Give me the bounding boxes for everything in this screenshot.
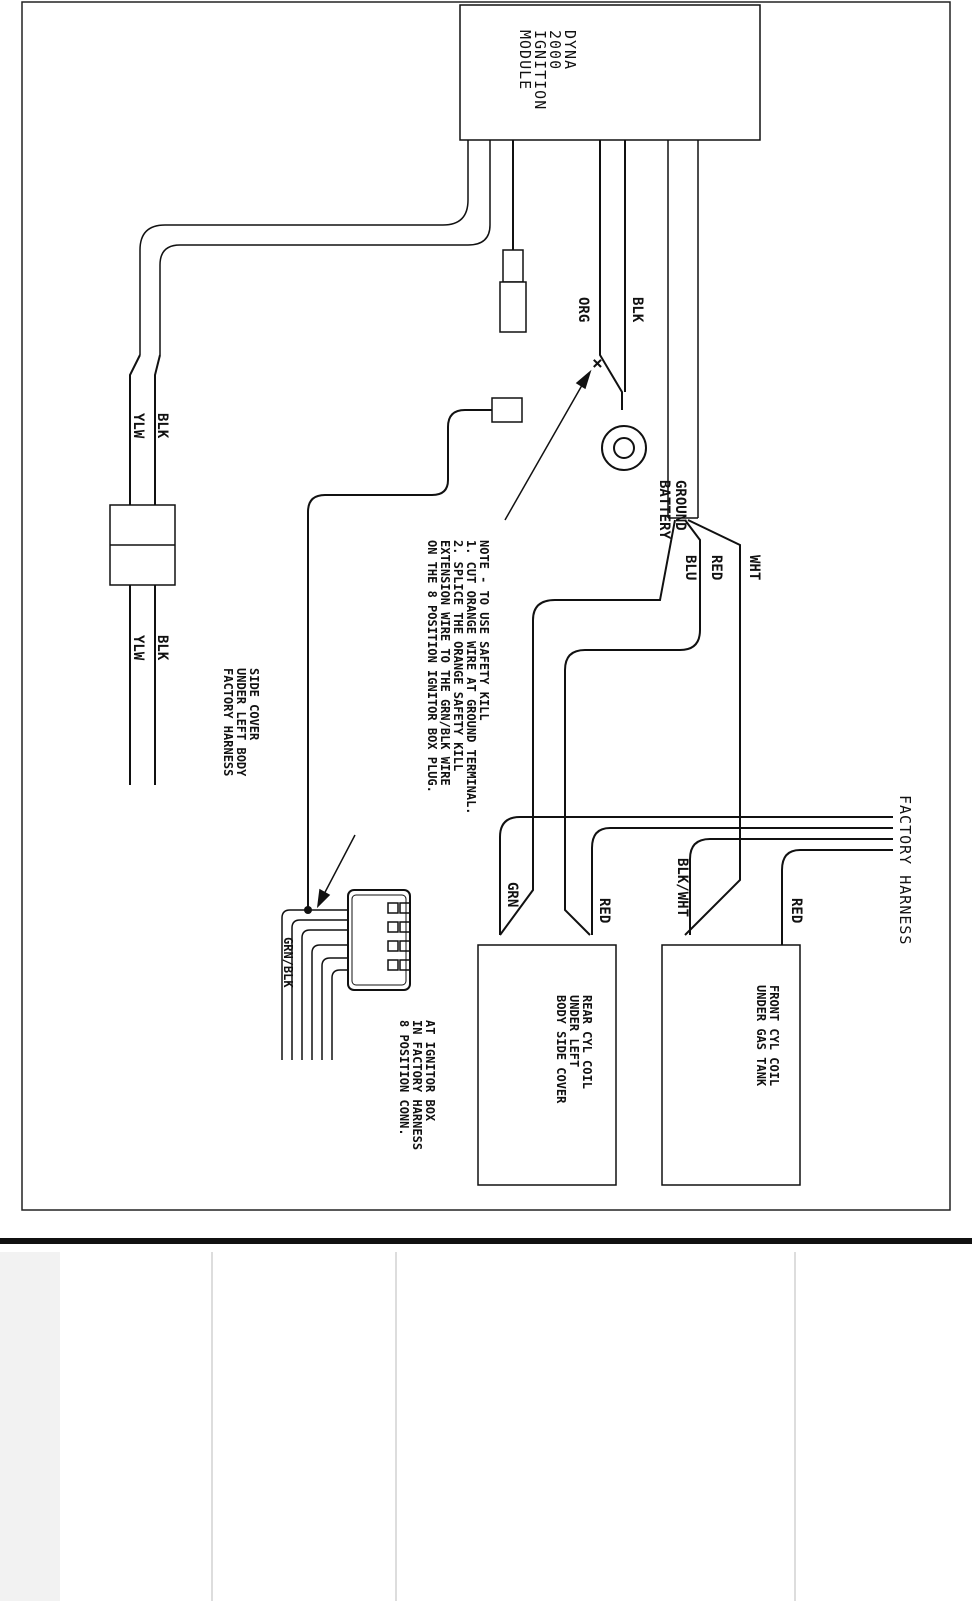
- eight-position-connector: [347, 889, 411, 991]
- rear-coil: [477, 944, 617, 1186]
- label-org-top: ORG: [575, 297, 591, 322]
- rear-coil-label: REAR CYL COIL UNDER LEFT BODY SIDE COVER: [554, 995, 594, 1104]
- note-arrow: [504, 369, 592, 521]
- coil-wires: [499, 519, 741, 936]
- factory-harness-left-label: FACTORY HARNESS UNDER LEFT BODY SIDE COV…: [221, 668, 261, 777]
- ignition-module: [459, 4, 761, 141]
- front-coil: [661, 944, 801, 1186]
- label-red: RED: [708, 555, 724, 580]
- diagram-frame: [21, 1, 951, 1211]
- lower-blank-panels: [211, 1252, 796, 1601]
- note-line-4: EXTENSION WIRE TO THE GRN/BLK WIRE: [438, 540, 452, 786]
- note-line-5: ON THE 8 POSITION IGNITOR BOX PLUG.: [425, 540, 439, 793]
- front-coil-line-2: UNDER GAS TANK: [754, 985, 768, 1087]
- safety-kill-extension: [307, 397, 523, 910]
- module-label: DYNA 2000 IGNITION MODULE: [516, 30, 579, 110]
- module-label-line-1: DYNA: [561, 30, 579, 70]
- fh-left-line-2: UNDER LEFT BODY: [234, 668, 248, 777]
- rear-coil-line-2: UNDER LEFT: [567, 995, 581, 1067]
- label-red-rear: RED: [596, 898, 612, 923]
- factory-harness-right-label: FACTORY HARNESS: [896, 795, 914, 945]
- note-line-1: NOTE - TO USE SAFETY KILL: [477, 540, 491, 721]
- connector-label-line-2: IN FACTORY HARNESS: [410, 1020, 424, 1150]
- label-grn-blk: GRN/BLK: [281, 937, 295, 988]
- rear-coil-line-3: BODY SIDE COVER: [554, 995, 568, 1104]
- page-separator: [0, 1238, 972, 1244]
- label-grn: GRN: [504, 882, 520, 907]
- label-left-ylw-2: YLW: [130, 635, 146, 661]
- lower-shading: [0, 1252, 60, 1601]
- label-wht: WHT: [746, 555, 762, 580]
- battery-ground-hole: [613, 437, 635, 459]
- connector-8pos-label: 8 POSITION CONN. IN FACTORY HARNESS AT I…: [397, 1020, 437, 1150]
- label-red-front: RED: [788, 898, 804, 923]
- fh-left-line-1: FACTORY HARNESS: [221, 668, 235, 776]
- module-label-line-4: MODULE: [516, 30, 534, 90]
- splice-point: [304, 906, 312, 914]
- fh-left-line-3: SIDE COVER: [247, 668, 261, 741]
- rear-coil-line-1: REAR CYL COIL: [580, 995, 594, 1089]
- note-line-3: 2. SPLICE THE ORANGE SAFETY KILL: [451, 540, 465, 771]
- connector-arrow: [316, 834, 356, 909]
- label-left-blk: BLK: [154, 413, 170, 439]
- left-cable: [139, 140, 491, 355]
- kill-connector-a: [502, 249, 524, 283]
- label-left-ylw: YLW: [130, 413, 146, 439]
- safety-kill-note: NOTE - TO USE SAFETY KILL 1. CUT ORANGE …: [425, 540, 491, 815]
- note-line-2: 1. CUT ORANGE WIRE AT GROUND TERMINAL.: [464, 540, 478, 815]
- factory-harness-wires: [499, 816, 893, 945]
- module-label-line-3: IGNITION: [531, 30, 549, 110]
- connector-harness-wires: [281, 909, 348, 1060]
- left-wires: [129, 354, 161, 785]
- connector-label-line-1: 8 POSITION CONN.: [397, 1020, 411, 1136]
- module-label-line-2: 2000: [546, 30, 564, 70]
- cut-mark: ×: [592, 353, 603, 374]
- label-left-blk-2: BLK: [154, 635, 170, 661]
- label-blu: BLU: [682, 555, 698, 580]
- front-coil-label: FRONT CYL COIL UNDER GAS TANK: [754, 985, 781, 1087]
- kill-connector-b: [499, 281, 527, 333]
- battery-ground-line-1: BATTERY: [656, 480, 672, 540]
- label-blk-wht: BLK/WHT: [674, 858, 690, 917]
- coil-bundle: [667, 140, 699, 519]
- label-blk-top: BLK: [629, 297, 645, 323]
- front-coil-line-1: FRONT CYL COIL: [767, 985, 781, 1086]
- ground-wires: [599, 140, 626, 410]
- connector-label-line-3: AT IGNITOR BOX: [423, 1020, 437, 1122]
